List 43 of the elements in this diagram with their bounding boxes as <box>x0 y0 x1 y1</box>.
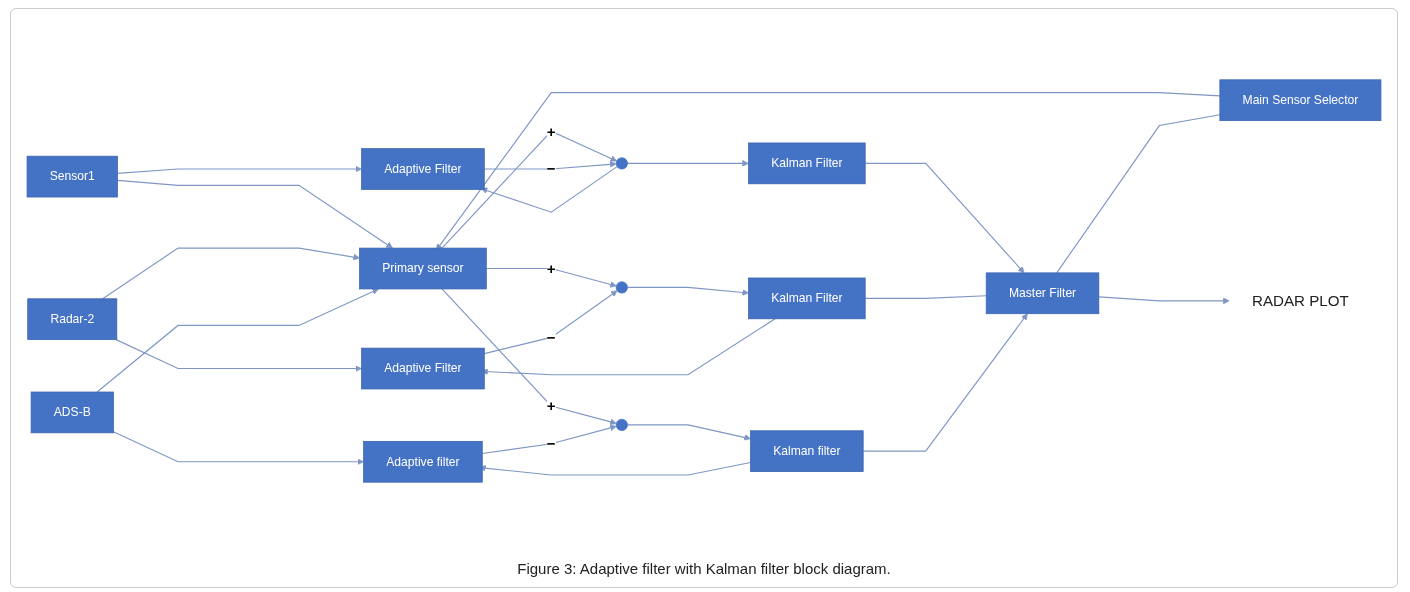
edge-label: + <box>546 397 556 415</box>
arrow <box>481 424 617 455</box>
node-text: RADAR PLOT <box>1252 292 1349 310</box>
node-box: Kalman Filter <box>748 277 866 320</box>
node-box: Adaptive Filter <box>361 347 485 390</box>
edge-label: − <box>546 329 556 346</box>
node-box: Sensor1 <box>26 155 118 198</box>
arrow <box>441 130 617 249</box>
node-box: Kalman filter <box>750 430 864 472</box>
node-box: Radar-2 <box>27 298 118 340</box>
arrow <box>96 288 379 393</box>
arrow <box>626 160 749 167</box>
node-box: Kalman Filter <box>748 142 866 185</box>
arrow <box>862 313 1028 452</box>
arrow <box>441 288 617 426</box>
arrow <box>112 431 364 466</box>
connector <box>1056 114 1221 274</box>
arrow <box>483 161 617 170</box>
arrow <box>115 339 362 372</box>
node-box: Primary sensor <box>359 247 487 290</box>
arrow <box>483 290 618 355</box>
node-circle <box>615 281 628 294</box>
node-circle <box>615 418 628 431</box>
node-box: Master Filter <box>985 272 1100 315</box>
arrow <box>102 247 360 300</box>
node-box: Adaptive filter <box>363 440 483 483</box>
arrow <box>116 165 362 174</box>
edge-label: − <box>546 435 556 453</box>
arrow <box>485 267 617 288</box>
connector <box>864 295 987 299</box>
edge-label: − <box>546 160 556 178</box>
node-circle <box>615 157 628 170</box>
node-box: Adaptive Filter <box>361 148 485 190</box>
edge-label: + <box>546 122 556 140</box>
arrow <box>864 162 1025 274</box>
arrow <box>626 286 749 296</box>
arrow <box>1098 296 1230 305</box>
arrow <box>626 424 751 441</box>
figure-caption: Figure 3: Adaptive filter with Kalman filter block diagram. <box>517 560 891 577</box>
node-box: ADS-B <box>30 391 114 434</box>
edge-label: + <box>546 260 556 277</box>
arrow <box>116 179 393 249</box>
node-box: Main Sensor Selector <box>1219 79 1382 122</box>
